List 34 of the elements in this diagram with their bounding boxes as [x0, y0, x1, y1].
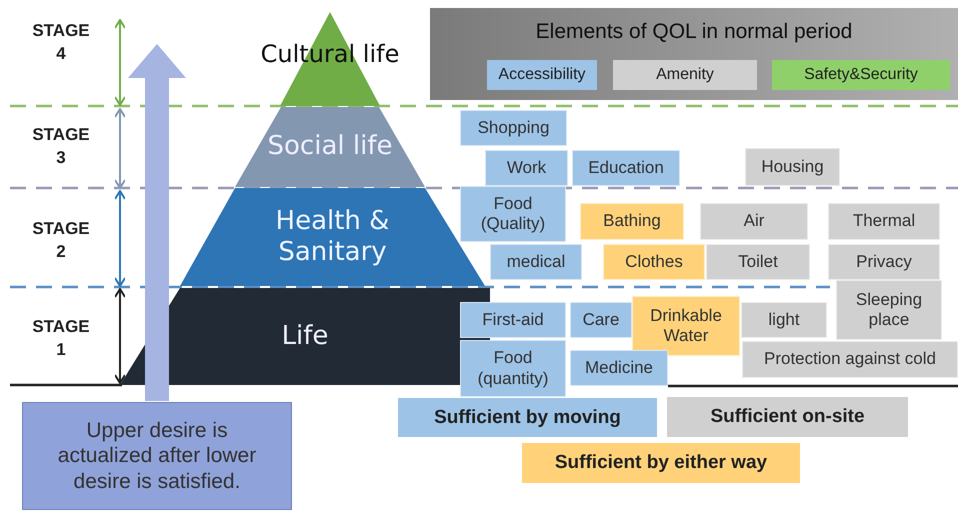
header-panel — [430, 8, 958, 100]
panel-title: Elements of QOL in normal period — [534, 20, 854, 44]
element-box: Food (quantity) — [460, 340, 566, 397]
element-box: Toilet — [706, 244, 810, 280]
stage-label: STAGE 1 — [31, 316, 91, 361]
element-box: Protection against cold — [742, 341, 958, 378]
element-box: Education — [572, 150, 680, 186]
stage-label: STAGE 3 — [31, 124, 91, 169]
callout-box: Upper desire is actualized after lower desire is satisfied. — [22, 402, 292, 510]
element-box: Bathing — [580, 203, 684, 240]
legend-key: Sufficient on-site — [667, 397, 908, 437]
element-box: Clothes — [603, 244, 705, 280]
legend-key: Accessibility — [487, 60, 597, 90]
stage-label: STAGE 2 — [31, 218, 91, 263]
legend-key: Sufficient by either way — [522, 443, 800, 483]
element-box: Care — [570, 302, 632, 338]
element-box: Privacy — [828, 244, 940, 280]
element-box: First-aid — [460, 302, 566, 338]
legend-key: Safety&Security — [772, 60, 950, 90]
stage-label: STAGE 4 — [31, 20, 91, 65]
element-box: light — [741, 302, 827, 338]
legend-key: Amenity — [613, 60, 757, 90]
element-box: Work — [485, 150, 568, 186]
element-box: Housing — [745, 148, 840, 186]
element-box: Air — [700, 203, 808, 240]
legend-key: Sufficient by moving — [398, 398, 657, 437]
element-box: Sleeping place — [836, 280, 942, 340]
pyramid-tier: Social life — [235, 107, 425, 187]
element-box: Shopping — [460, 110, 567, 146]
element-box: Drinkable Water — [632, 296, 740, 356]
element-box: Thermal — [828, 203, 940, 240]
element-box: Food (Quality) — [460, 186, 566, 242]
element-box: Medicine — [570, 350, 668, 386]
element-box: medical — [490, 244, 582, 280]
